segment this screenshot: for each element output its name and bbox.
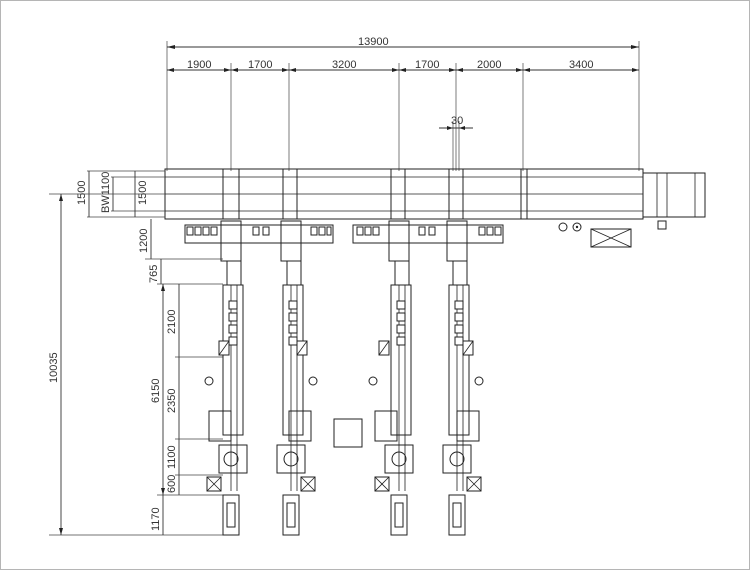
branch-line-1 <box>204 220 248 536</box>
center-unit <box>333 418 363 448</box>
dim-conveyor-1500-a: 1500 <box>76 181 88 205</box>
dim-overall-width: 13900 <box>358 36 389 48</box>
dim-600: 600 <box>166 475 178 493</box>
top-dimensions: 13900 1900 1700 3200 1700 2000 3400 30 <box>166 36 640 171</box>
dim-seg-3: 3200 <box>332 59 356 71</box>
dim-seg-6: 3400 <box>569 59 593 71</box>
left-dimensions: 1500 BW1100 1500 10035 1200 765 6150 210… <box>48 170 223 536</box>
dim-seg-4: 1700 <box>415 59 439 71</box>
dim-gap: 30 <box>451 115 463 127</box>
dim-1100: 1100 <box>166 445 178 469</box>
dim-seg-1: 1900 <box>187 59 211 71</box>
dim-765: 765 <box>148 265 160 283</box>
main-conveyor <box>164 168 706 230</box>
panel-row <box>184 222 632 248</box>
dim-overall-height: 10035 <box>48 352 60 383</box>
dim-seg-5: 2000 <box>477 59 501 71</box>
dim-1170: 1170 <box>150 507 162 531</box>
branch-line-3 <box>368 220 414 536</box>
branch-line-4 <box>442 220 484 536</box>
dim-seg-2: 1700 <box>248 59 272 71</box>
dim-conveyor-1500-b: 1500 <box>137 181 149 205</box>
dim-1200: 1200 <box>138 229 150 253</box>
dim-6150: 6150 <box>150 379 162 403</box>
dim-2100: 2100 <box>166 310 178 334</box>
branch-line-2 <box>276 220 318 536</box>
dim-bw1100: BW1100 <box>100 172 112 213</box>
dim-2350: 2350 <box>166 389 178 413</box>
